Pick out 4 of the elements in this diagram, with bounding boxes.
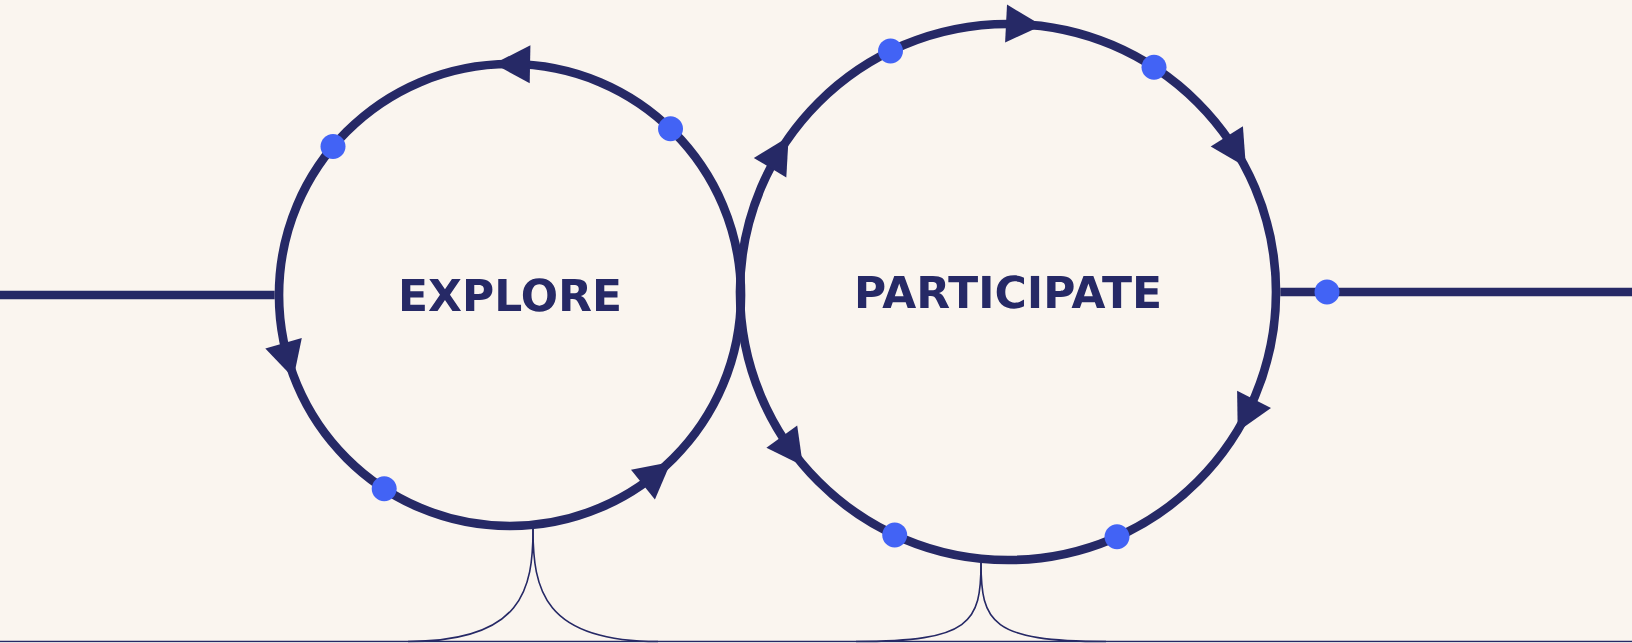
connector-line <box>532 528 659 643</box>
connector-line <box>0 290 275 300</box>
connector-line <box>1280 287 1632 297</box>
connector-line <box>980 561 1107 643</box>
